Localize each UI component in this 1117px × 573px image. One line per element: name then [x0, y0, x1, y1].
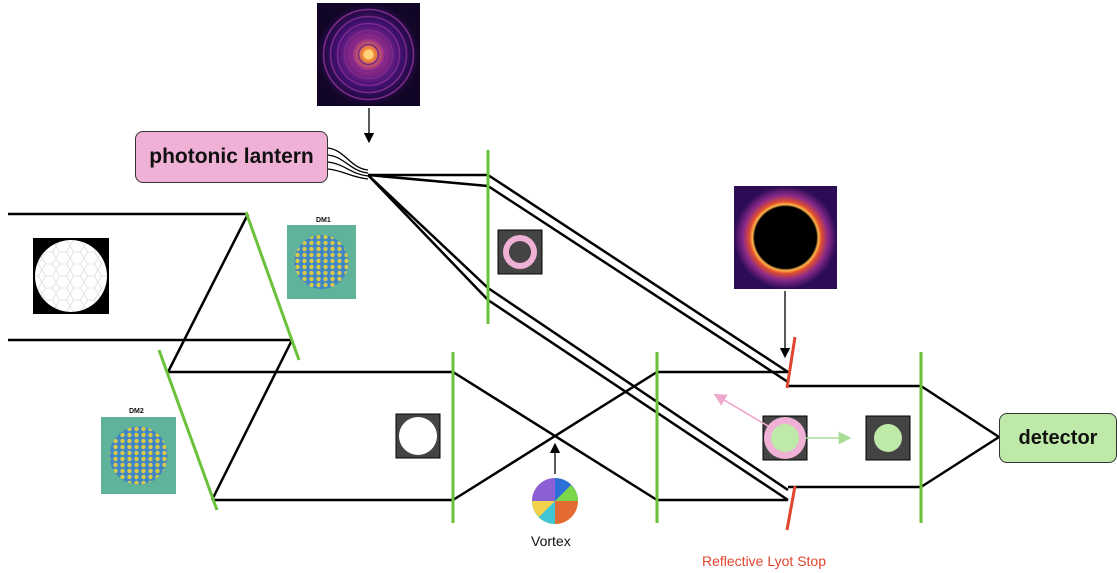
optics: [157, 150, 923, 523]
dark-hole-ring-icon: [734, 186, 837, 289]
lyot-stop: [785, 336, 797, 531]
beam-cross-b: [452, 370, 658, 502]
lyot-stop-label: Reflective Lyot Stop: [702, 553, 826, 569]
reflected-light-arrow: [713, 393, 769, 427]
vortex-phase-mask-icon: [532, 478, 578, 524]
detector-box: detector: [999, 413, 1117, 463]
vortex-label: Vortex: [531, 533, 571, 549]
lyot-split-mask-icon: [762, 415, 808, 461]
beam-paths: [8, 173, 1000, 502]
beam-to-detector-top: [920, 384, 1000, 439]
lantern-fibers: [327, 147, 369, 180]
green-pupil-mask-icon: [865, 415, 911, 461]
dm1-actuator-pattern-icon: [287, 225, 356, 299]
photonic-lantern-box: photonic lantern: [135, 131, 328, 183]
dm1-label: DM1: [316, 217, 331, 224]
pink-ring-mask-icon: [497, 229, 543, 275]
white-pupil-mask-icon: [395, 413, 441, 459]
reflect-beam-2: [487, 173, 789, 374]
dm1-dm2-ray-a: [166, 213, 250, 373]
dm2-label: DM2: [129, 408, 144, 415]
reflect-beam-3: [367, 173, 489, 188]
hexagonal-pupil-icon: [33, 238, 109, 314]
lyot-stop-lower: [785, 485, 797, 531]
reflect-beam-5: [367, 174, 489, 289]
lyot-stop-upper: [785, 336, 797, 389]
dm2-actuator-pattern-icon: [101, 417, 176, 494]
dm2-mirror: [157, 349, 219, 511]
psf-rings-icon: [317, 3, 420, 106]
reflect-beam-8: [487, 298, 789, 502]
beam-to-detector-bottom: [920, 435, 1000, 489]
dm1-mirror: [244, 211, 301, 361]
reflect-beam-7: [367, 174, 489, 301]
reflect-beam-6: [487, 286, 789, 492]
reflect-beam-4: [487, 184, 789, 384]
dm1-dm2-ray-b: [210, 339, 294, 501]
